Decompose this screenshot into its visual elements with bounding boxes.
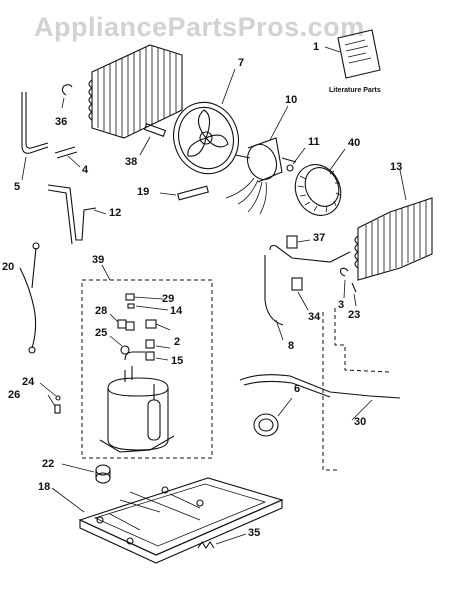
label-part-5: 5 bbox=[14, 181, 21, 193]
watermark: AppliancePartsPros.com bbox=[34, 12, 365, 42]
condenser-coil bbox=[88, 44, 183, 139]
tube-30 bbox=[239, 374, 401, 421]
part-19 bbox=[159, 185, 209, 201]
screws-4 bbox=[54, 146, 81, 168]
label-part-39: 39 bbox=[92, 254, 105, 266]
label-part-10: 10 bbox=[285, 94, 298, 106]
routing-line bbox=[334, 308, 391, 373]
part-37 bbox=[286, 235, 311, 249]
label-part-38: 38 bbox=[125, 156, 138, 168]
fan-blade-7 bbox=[173, 68, 239, 175]
motor-10 bbox=[225, 105, 297, 215]
part-34 bbox=[291, 277, 309, 311]
label-part-13: 13 bbox=[390, 161, 403, 173]
label-part-8: 8 bbox=[288, 340, 295, 352]
literature-caption: Literature Parts bbox=[329, 87, 381, 94]
label-part-2: 2 bbox=[174, 336, 181, 348]
tube-5 bbox=[21, 92, 49, 181]
label-part-12: 12 bbox=[109, 207, 122, 219]
evaporator-coil-13 bbox=[354, 169, 433, 281]
label-part-28: 28 bbox=[95, 305, 108, 317]
base-pan-18 bbox=[51, 477, 284, 564]
label-part-14: 14 bbox=[170, 305, 183, 317]
blower-wheel-40 bbox=[294, 148, 346, 216]
label-part-30: 30 bbox=[354, 416, 367, 428]
routing-line bbox=[322, 312, 340, 471]
part-11 bbox=[286, 147, 306, 172]
label-part-6: 6 bbox=[294, 383, 301, 395]
label-part-22: 22 bbox=[42, 458, 55, 470]
label-part-24: 24 bbox=[22, 376, 35, 388]
label-part-26: 26 bbox=[8, 389, 21, 401]
label-part-37: 37 bbox=[313, 232, 326, 244]
label-part-34: 34 bbox=[308, 311, 321, 323]
wire-harness-20 bbox=[19, 242, 40, 354]
label-part-25: 25 bbox=[95, 327, 108, 339]
part-35 bbox=[197, 533, 247, 549]
part-23 bbox=[351, 282, 357, 307]
label-part-35: 35 bbox=[248, 527, 261, 539]
label-part-36: 36 bbox=[55, 116, 68, 128]
tube-8 bbox=[264, 244, 351, 341]
label-part-15: 15 bbox=[171, 355, 184, 367]
label-part-4: 4 bbox=[82, 164, 89, 176]
label-part-11: 11 bbox=[308, 136, 320, 148]
label-part-20: 20 bbox=[2, 261, 15, 273]
tube-12 bbox=[47, 184, 107, 245]
clip-36 bbox=[61, 84, 73, 96]
label-part-3: 3 bbox=[338, 299, 345, 311]
compressor-group-box bbox=[81, 279, 213, 459]
screws-24-26 bbox=[39, 382, 61, 414]
label-part-19: 19 bbox=[137, 186, 150, 198]
fittings bbox=[109, 293, 171, 361]
label-part-1: 1 bbox=[313, 41, 320, 53]
part-38 bbox=[139, 123, 167, 156]
literature-booklet bbox=[324, 29, 381, 79]
compressor bbox=[99, 351, 175, 453]
label-part-18: 18 bbox=[38, 481, 51, 493]
label-part-7: 7 bbox=[238, 57, 245, 69]
grommet-22 bbox=[61, 463, 111, 484]
clip-3 bbox=[339, 267, 349, 277]
label-part-29: 29 bbox=[162, 293, 175, 305]
label-part-40: 40 bbox=[348, 137, 361, 149]
grommet-6 bbox=[253, 397, 293, 437]
label-part-23: 23 bbox=[348, 309, 361, 321]
